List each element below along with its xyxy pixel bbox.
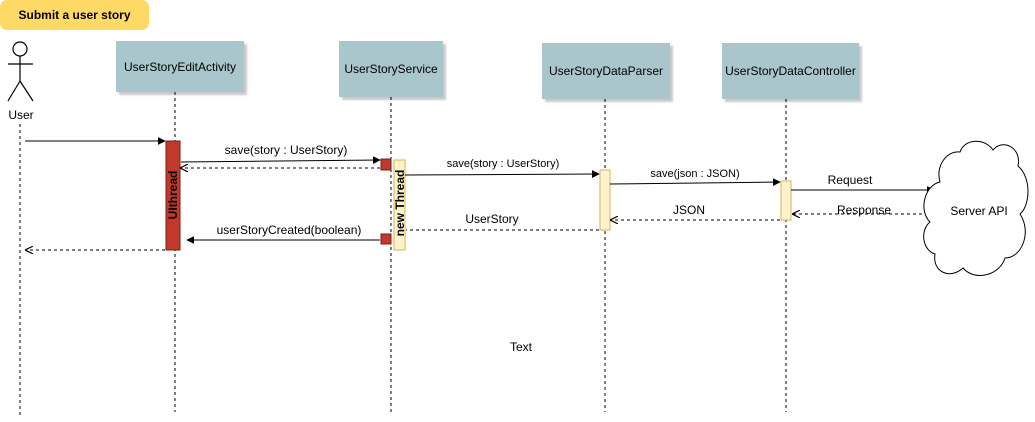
msg-request-label: Request: [828, 173, 873, 187]
msg-save-json-label: save(json : JSON): [650, 168, 739, 180]
msg-userstory-return-label: UserStory: [465, 212, 518, 226]
service-activation-bottom[interactable]: [380, 233, 392, 245]
msg-save-story-2-label: save(story : UserStory): [447, 158, 559, 170]
participant-user-story-data-parser[interactable]: UserStoryDataParser: [542, 43, 670, 99]
participant-user-story-edit-activity[interactable]: UserStoryEditActivity: [116, 41, 244, 92]
participant-user-story-service[interactable]: UserStoryService: [339, 41, 443, 97]
diagram-title: Submit a user story: [0, 0, 149, 30]
msg-json-return-label: JSON: [673, 203, 705, 217]
ui-thread-activation[interactable]: [165, 140, 181, 251]
msg-save-json[interactable]: [609, 178, 781, 187]
server-api-cloud-icon[interactable]: [923, 140, 1029, 276]
controller-activation[interactable]: [780, 180, 792, 221]
user-actor-label: User: [8, 108, 33, 122]
new-thread-activation[interactable]: [393, 159, 406, 251]
free-text-label: Text: [510, 340, 533, 354]
lifelines: [19, 92, 787, 418]
ui-thread-label: UIthread: [166, 171, 180, 220]
participant-user-story-data-controller[interactable]: UserStoryDataController: [722, 43, 859, 99]
server-api-label: Server API: [950, 204, 1007, 218]
service-activation-top[interactable]: [380, 158, 392, 171]
msg-save-story-1-label: save(story : UserStory): [225, 143, 348, 157]
user-actor-icon[interactable]: [7, 41, 34, 102]
new-thread-label: new Thread: [393, 170, 407, 237]
parser-activation[interactable]: [599, 169, 611, 231]
msg-response-label: Response: [837, 203, 891, 217]
msg-user-story-created-label: userStoryCreated(boolean): [217, 223, 362, 237]
msg-save-story-1[interactable]: [180, 156, 381, 165]
msg-save-story-2[interactable]: [404, 170, 600, 179]
